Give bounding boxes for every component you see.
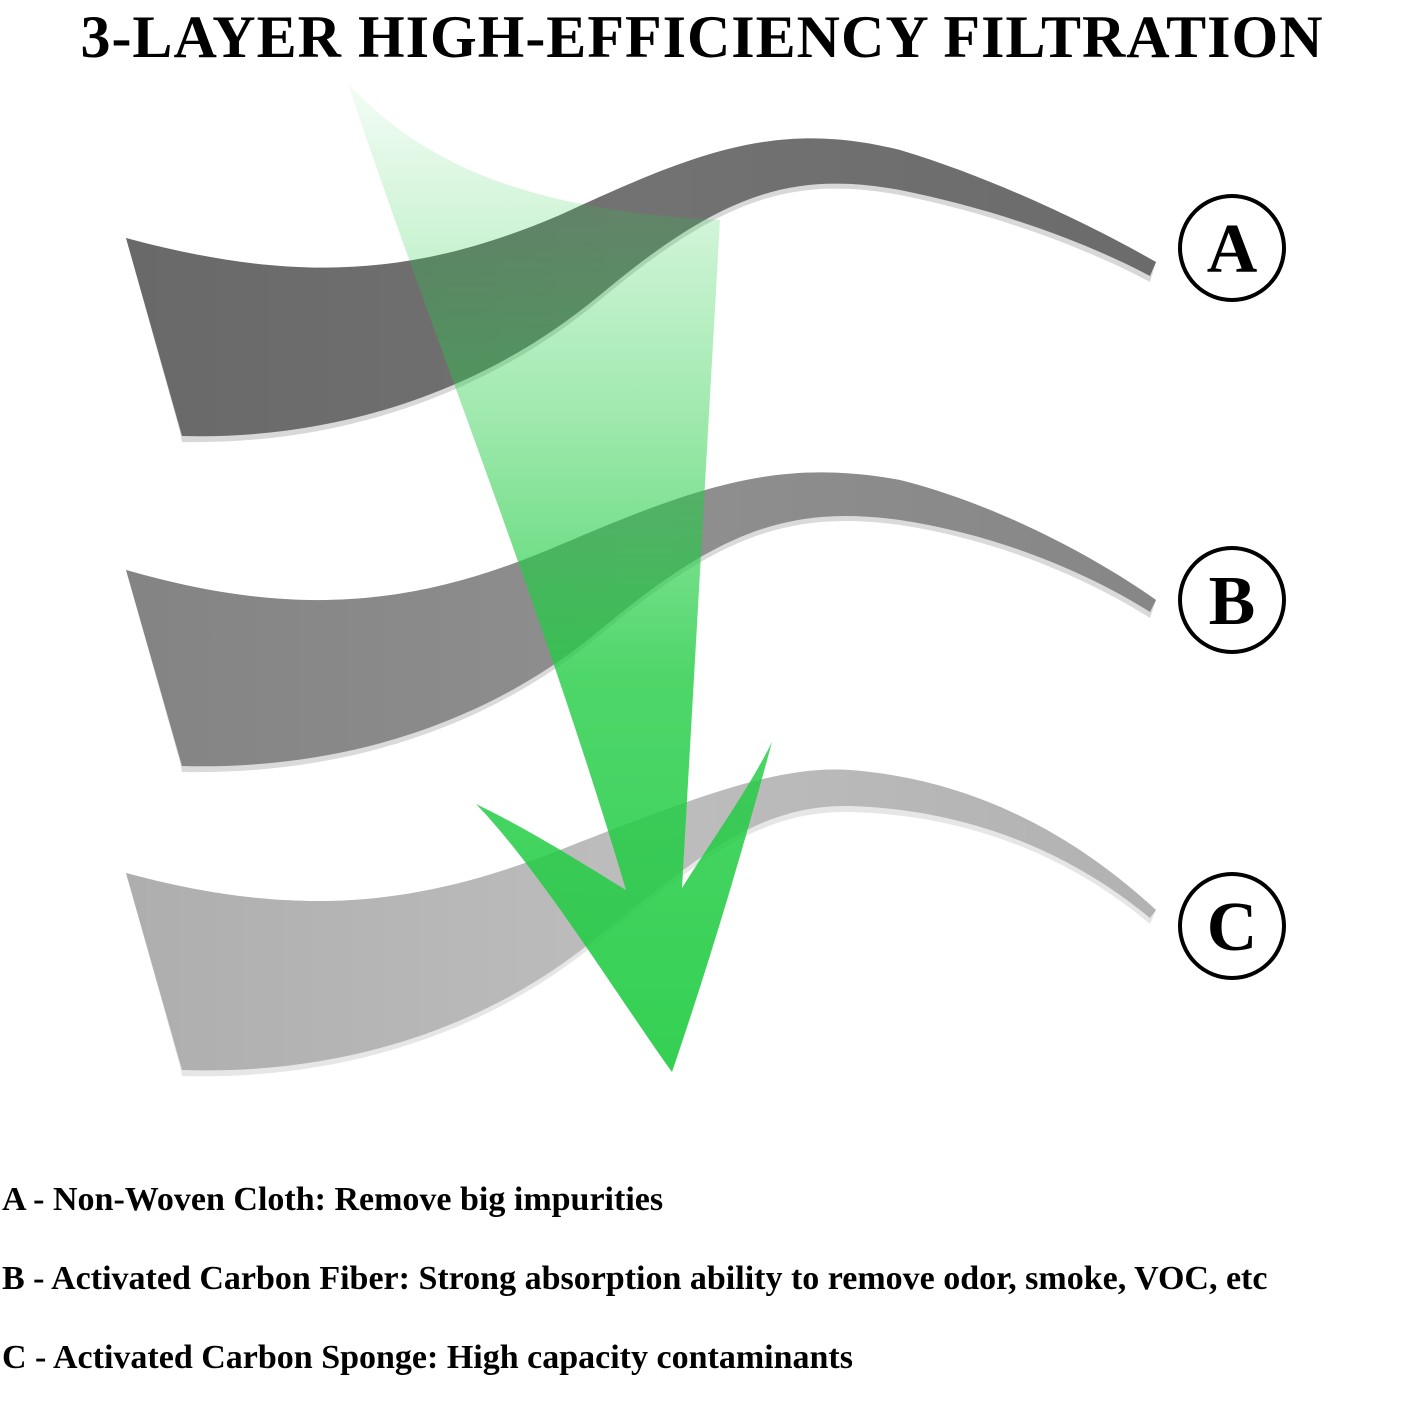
svg-text:A: A [1207, 211, 1258, 288]
legend-item-b: B - Activated Carbon Fiber: Strong absor… [2, 1260, 1268, 1297]
layer-a-sheet [126, 138, 1156, 443]
layer-b-sheet [126, 472, 1156, 773]
svg-text:B: B [1209, 563, 1256, 640]
layer-c-sheet [126, 769, 1156, 1077]
legend: A - Non-Woven Cloth: Remove big impuriti… [2, 1180, 1402, 1417]
layer-c-badge: C [1178, 872, 1286, 980]
legend-item-c: C - Activated Carbon Sponge: High capaci… [2, 1339, 853, 1376]
legend-item-a: A - Non-Woven Cloth: Remove big impuriti… [2, 1181, 664, 1218]
layer-b-badge: B [1178, 546, 1286, 654]
svg-text:C: C [1207, 889, 1258, 966]
page-title: 3-LAYER HIGH-EFFICIENCY FILTRATION [80, 4, 1324, 70]
layer-a-badge: A [1178, 194, 1286, 302]
airflow-arrow [348, 84, 772, 1072]
